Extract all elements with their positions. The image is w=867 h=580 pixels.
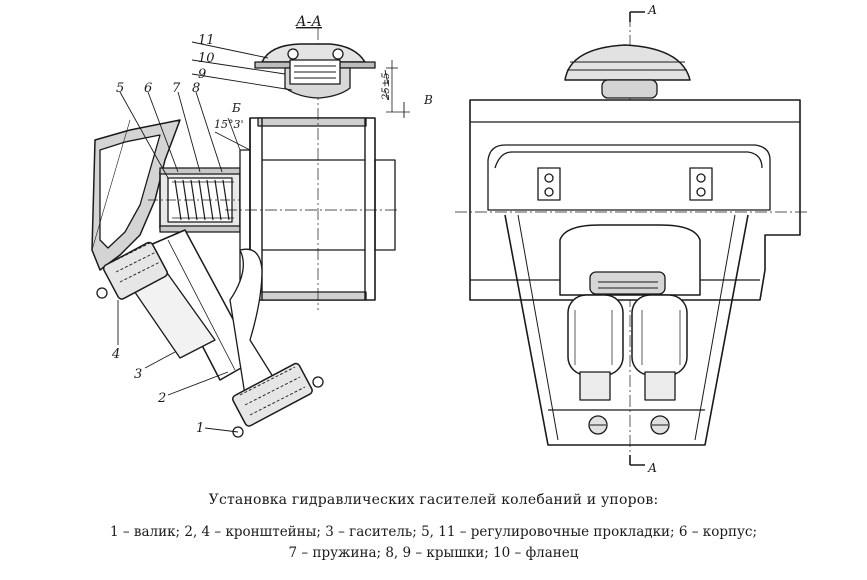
label-1: 1 xyxy=(196,421,204,436)
axle-cylinder xyxy=(249,117,376,301)
caption-title: Установка гидравлических гасителей колеб… xyxy=(208,492,659,508)
caption-legend-line-2: 7 – пружина; 8, 9 – крышки; 10 – фланец xyxy=(288,545,579,561)
label-10: 10 xyxy=(198,51,215,66)
upper-mount-bracket xyxy=(96,241,168,300)
technical-drawing: А-А А А 11 10 9 5 6 7 8 Б 15°3' В 25±5 4… xyxy=(91,3,810,475)
hydraulic-damper xyxy=(129,229,276,396)
label-5: 5 xyxy=(116,81,124,96)
label-2: 2 xyxy=(157,391,166,406)
label-11: 11 xyxy=(198,33,215,48)
label-3: 3 xyxy=(134,367,142,382)
label-8: 8 xyxy=(192,81,200,96)
label-7: 7 xyxy=(172,81,181,96)
label-9: 9 xyxy=(198,67,206,82)
label-6: 6 xyxy=(144,81,152,96)
label-4: 4 xyxy=(111,347,120,362)
right-front-view xyxy=(455,11,810,466)
lower-mount-bracket xyxy=(232,362,324,438)
left-section-view xyxy=(91,28,410,438)
caption-legend-line-1: 1 – валик; 2, 4 – кронштейны; 3 – гасите… xyxy=(109,524,758,540)
angle-label: 15°3' xyxy=(214,118,244,131)
cut-mark-bottom: А xyxy=(647,461,657,475)
label-b: Б xyxy=(231,101,241,115)
twin-dampers xyxy=(567,294,688,401)
section-title: А-А xyxy=(295,14,322,30)
label-v: В xyxy=(423,93,433,107)
dimension-label: 25±5 xyxy=(381,73,392,101)
cut-mark-top: А xyxy=(647,3,657,17)
top-bump-stop xyxy=(254,43,376,99)
